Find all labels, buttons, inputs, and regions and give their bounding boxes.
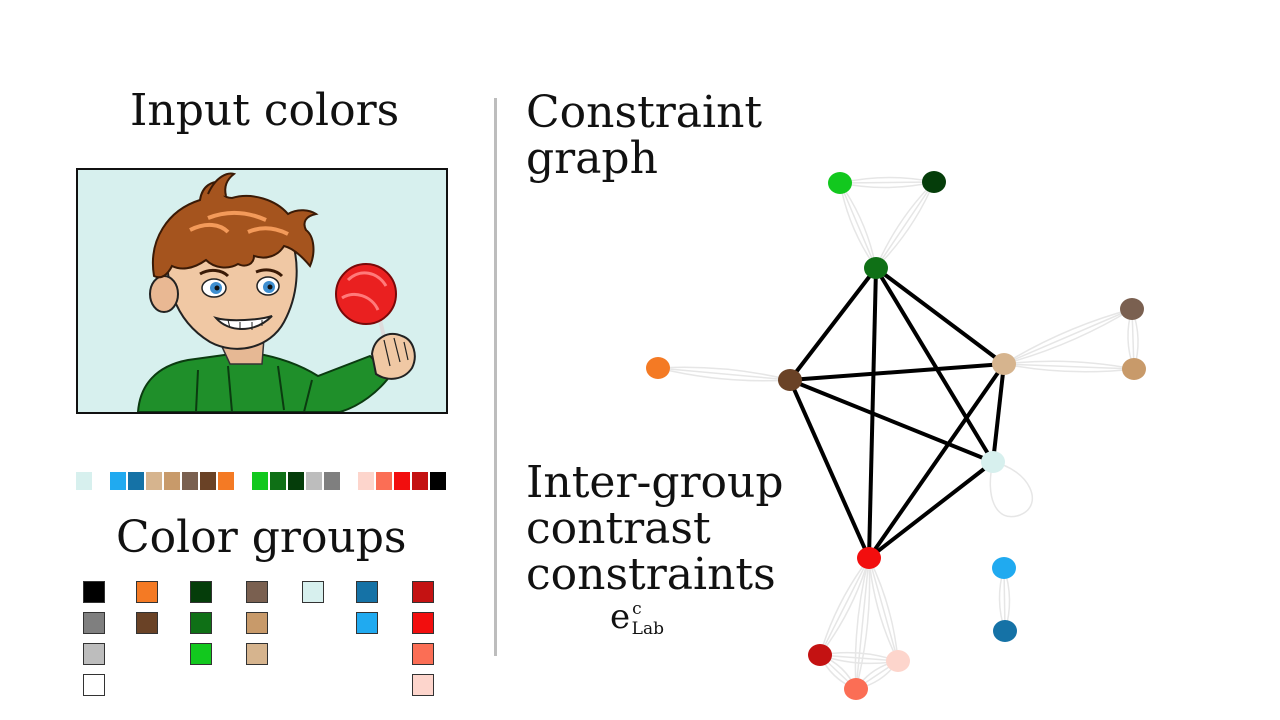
graph-node-green <box>864 257 888 279</box>
palette-swatch <box>146 472 162 490</box>
palette-swatch <box>394 472 410 490</box>
palette-swatch <box>430 472 446 490</box>
contrast-constraint-edge <box>991 363 1006 463</box>
input-colors-title: Input colors <box>130 85 400 136</box>
intra-group-edge <box>868 557 899 662</box>
graph-node-pink <box>886 650 910 672</box>
group-swatch <box>412 643 434 665</box>
group-swatch <box>412 674 434 696</box>
equation-base: e <box>610 597 631 637</box>
palette-swatch <box>306 472 322 490</box>
intra-group-edge <box>1003 363 1135 370</box>
contrast-constraint-edge <box>789 378 994 464</box>
intra-group-edge <box>657 366 791 381</box>
group-swatch <box>356 612 378 634</box>
contrast-constraint-edge <box>867 362 1006 560</box>
equation-superscript: c <box>632 599 642 619</box>
group-swatch <box>246 581 268 603</box>
group-swatch <box>190 581 212 603</box>
group-swatch <box>246 612 268 634</box>
contrast-constraint-edge <box>788 379 871 559</box>
intra-group-edge <box>819 557 870 656</box>
intra-group-edge <box>1003 308 1133 365</box>
intra-group-edge <box>1003 308 1133 365</box>
intra-group-edge <box>875 181 935 269</box>
intra-group-edge <box>839 182 877 269</box>
intra-group-edge <box>839 181 935 184</box>
graph-node-light-tan <box>992 353 1016 375</box>
palette-swatch <box>76 472 92 490</box>
intra-group-edge <box>868 557 899 662</box>
intra-group-edge <box>1003 363 1135 373</box>
boy-with-lollipop-drawing <box>136 172 416 412</box>
palette-swatch <box>270 472 286 490</box>
intra-group-edge <box>657 367 791 381</box>
graph-node-light-green <box>828 172 852 194</box>
palette-swatch <box>110 472 126 490</box>
graph-node-light-cyan <box>981 451 1005 473</box>
palette-swatch <box>324 472 340 490</box>
intra-group-edge <box>819 557 870 656</box>
group-swatch <box>83 612 105 634</box>
palette-swatch <box>358 472 374 490</box>
intra-group-edge <box>1003 308 1133 365</box>
group-swatch <box>412 612 434 634</box>
intra-group-edge <box>868 557 899 662</box>
contrast-constraint-edge <box>867 460 995 560</box>
inter-group-constraints-title: Inter-group contrast constraints <box>526 457 784 600</box>
group-swatch <box>302 581 324 603</box>
group-swatch <box>190 612 212 634</box>
palette-swatch <box>376 472 392 490</box>
graph-node-tan <box>1122 358 1146 380</box>
palette-swatch <box>412 472 428 490</box>
group-swatch <box>190 643 212 665</box>
group-swatch <box>246 643 268 665</box>
cartoon-illustration <box>76 168 448 414</box>
group-swatch <box>136 612 158 634</box>
intra-group-edge <box>854 557 870 690</box>
intra-group-edge <box>855 557 870 690</box>
constraint-graph-title: Constraint graph <box>526 87 763 184</box>
graph-node-brown <box>778 369 802 391</box>
divider <box>494 98 497 656</box>
palette-swatch <box>164 472 180 490</box>
intra-group-edge <box>819 557 870 656</box>
graph-node-salmon <box>844 678 868 700</box>
graph-node-sky-blue <box>992 557 1016 579</box>
group-swatch <box>136 581 158 603</box>
self-loop-edge <box>989 461 1034 518</box>
graph-node-orange <box>646 357 670 379</box>
intra-group-edge <box>1003 360 1135 370</box>
contrast-constraint-edge <box>874 266 995 464</box>
graph-node-teal-blue <box>993 620 1017 642</box>
group-swatch <box>412 581 434 603</box>
group-swatch <box>83 643 105 665</box>
palette-swatch <box>252 472 268 490</box>
group-swatch <box>356 581 378 603</box>
graph-node-dark-red <box>808 644 832 666</box>
contrast-constraint-edge <box>789 362 1005 382</box>
group-swatch <box>83 581 105 603</box>
palette-swatch <box>218 472 234 490</box>
color-groups-title: Color groups <box>116 512 407 563</box>
contrast-constraint-edge <box>874 266 1006 366</box>
equation-subscript: Lab <box>631 619 664 639</box>
graph-node-dark-green <box>922 171 946 193</box>
palette-swatch <box>128 472 144 490</box>
graph-node-red <box>857 547 881 569</box>
intra-group-edge <box>657 367 791 382</box>
contrast-constraint-edge <box>788 266 878 382</box>
intra-group-edge <box>855 557 871 690</box>
graph-node-grey-brown <box>1120 298 1144 320</box>
palette-swatch <box>182 472 198 490</box>
group-swatch <box>83 674 105 696</box>
palette-swatch <box>200 472 216 490</box>
palette-swatch <box>288 472 304 490</box>
